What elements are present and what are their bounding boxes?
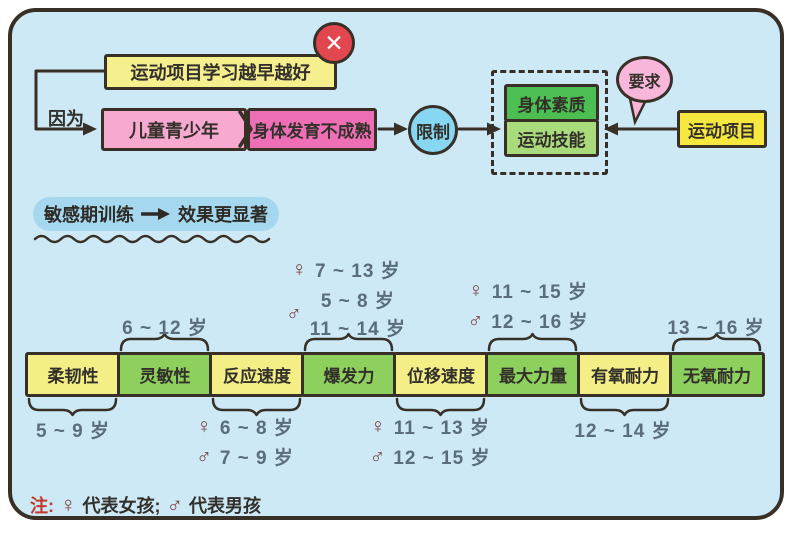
age-range: 7 ~ 13 岁 xyxy=(315,261,401,282)
arrow-right-icon xyxy=(487,122,501,136)
arrow-right-icon xyxy=(83,122,97,136)
wavy-underline xyxy=(33,234,271,244)
age-range: 5 ~ 8 岁 xyxy=(320,291,395,312)
age-range: 13 ~ 16 岁 xyxy=(667,318,765,339)
male-icon: ♂ xyxy=(369,445,386,468)
note-label: 注: xyxy=(30,496,54,516)
age-label-agility: 6 ~ 12 岁 xyxy=(122,313,208,340)
wrong-cross-icon: ✕ xyxy=(313,22,355,64)
age-range: 12 ~ 15 岁 xyxy=(393,448,491,469)
arrow-right-icon xyxy=(141,208,170,220)
ability-box-anaerobic-endurance: 无氧耐力 xyxy=(669,352,765,397)
female-icon: ♀ xyxy=(60,492,77,517)
limit-circle: 限制 xyxy=(408,105,458,155)
age-label-reaction-speed: ♀ 6 ~ 8 岁 ♂ 7 ~ 9 岁 xyxy=(196,413,294,470)
brace-down-icon xyxy=(211,397,302,417)
headline-highlight: 敏感期训练 效果更显著 xyxy=(33,197,279,231)
brace-down-icon xyxy=(579,397,670,417)
female-icon: ♀ xyxy=(291,258,308,281)
age-range: 12 ~ 16 岁 xyxy=(491,312,589,333)
physical-quality-box: 身体素质 xyxy=(504,84,599,122)
female-icon: ♀ xyxy=(196,415,212,438)
subject-box: 儿童青少年 xyxy=(101,108,247,151)
because-connector-line xyxy=(34,69,106,131)
age-range: 11 ~ 14 岁 xyxy=(309,319,406,340)
because-label: 因为 xyxy=(48,109,84,129)
claim-box: 运动项目学习越早越好 xyxy=(104,54,337,90)
motor-skill-box: 运动技能 xyxy=(504,119,599,157)
arrow-left-icon xyxy=(604,122,618,136)
brace-up-icon xyxy=(303,332,394,352)
ability-box-max-strength: 最大力量 xyxy=(485,352,581,397)
female-icon: ♀ xyxy=(468,279,484,302)
male-icon: ♂ xyxy=(166,492,184,517)
note-female-text: 代表女孩; xyxy=(82,496,161,516)
note-male-text: 代表男孩 xyxy=(189,496,261,516)
male-icon: ♂ xyxy=(196,445,212,468)
age-label-anaerobic-endurance: 13 ~ 16 岁 xyxy=(667,313,764,340)
requirement-dashed-box xyxy=(491,70,608,175)
age-range: 11 ~ 15 岁 xyxy=(491,282,588,303)
ability-box-movement-speed: 位移速度 xyxy=(393,352,489,397)
male-icon: ♂ xyxy=(286,302,302,325)
brace-up-icon xyxy=(671,332,762,352)
ability-box-explosive-power: 爆发力 xyxy=(301,352,397,397)
age-range: 11 ~ 13 岁 xyxy=(393,418,490,439)
ability-box-reaction-speed: 反应速度 xyxy=(209,352,305,397)
ability-box-flexibility: 柔韧性 xyxy=(25,352,121,397)
age-label-aerobic-endurance: 12 ~ 14 岁 xyxy=(574,416,671,443)
age-range: 6 ~ 12 岁 xyxy=(122,318,208,339)
headline-right: 效果更显著 xyxy=(178,205,268,225)
headline-left: 敏感期训练 xyxy=(44,205,134,225)
age-label-movement-speed: ♀ 11 ~ 13 岁 ♂ 12 ~ 15 岁 xyxy=(370,413,491,470)
age-range: 6 ~ 8 岁 xyxy=(219,418,294,439)
brace-up-icon xyxy=(487,332,578,352)
brace-up-icon xyxy=(119,332,210,352)
legend-note: 注: ♀ 代表女孩; ♂ 代表男孩 xyxy=(30,492,261,518)
sport-item-box: 运动项目 xyxy=(677,110,767,148)
age-label-flexibility: 5 ~ 9 岁 xyxy=(36,416,110,443)
age-range: 12 ~ 14 岁 xyxy=(574,421,672,442)
age-range: 5 ~ 9 岁 xyxy=(35,421,111,442)
condition-box: 身体发育不成熟 xyxy=(247,108,377,151)
brace-down-icon xyxy=(395,397,486,417)
age-range: 7 ~ 9 岁 xyxy=(219,448,294,469)
brace-down-icon xyxy=(27,397,118,417)
ability-box-aerobic-endurance: 有氧耐力 xyxy=(577,352,673,397)
age-label-max-strength: ♀ 11 ~ 15 岁 ♂ 12 ~ 16 岁 xyxy=(468,277,589,334)
age-label-explosive-power: ♀ 7 ~ 13 岁 ♂ 5 ~ 8 岁 11 ~ 14 岁 xyxy=(286,256,406,341)
ability-box-agility: 灵敏性 xyxy=(117,352,213,397)
female-icon: ♀ xyxy=(370,415,386,438)
male-icon: ♂ xyxy=(467,309,484,332)
requirement-speech-bubble: 要求 xyxy=(616,56,673,103)
arrow-right-icon xyxy=(394,122,408,136)
